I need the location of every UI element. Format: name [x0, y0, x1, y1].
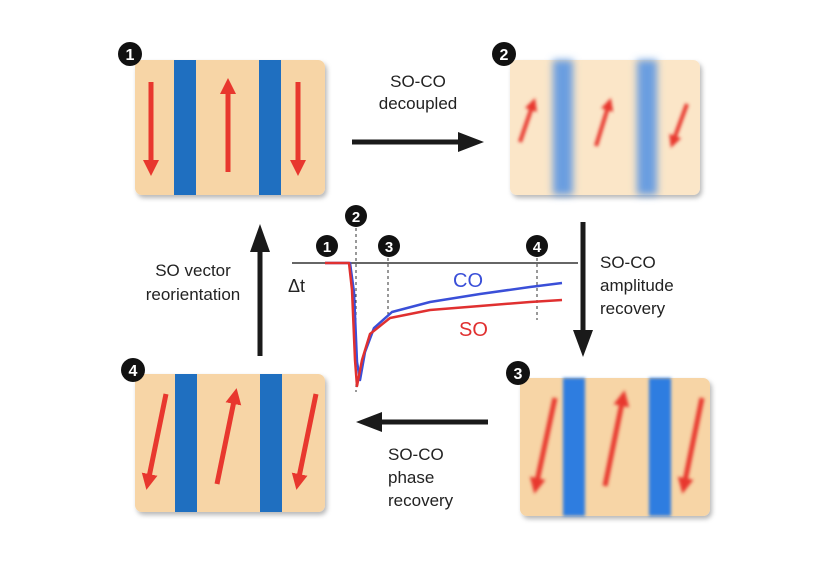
- so-series-label: SO: [459, 319, 488, 341]
- graph-marker-4-label: 4: [533, 239, 542, 256]
- badge-1-label: 1: [126, 47, 135, 64]
- panel-2-spin-arrow-2: [594, 97, 614, 147]
- label-right-line-2: amplitude: [600, 276, 674, 295]
- badge-1: 1: [118, 42, 142, 66]
- panel-3-spin-arrow-1: [529, 397, 558, 494]
- badge-3: 3: [506, 361, 530, 385]
- panel-2-spin-arrow-3: [669, 103, 689, 149]
- graph-marker-2: 2: [345, 205, 367, 227]
- panel-1-charge-stripe-left: [174, 60, 196, 195]
- graph-marker-1-label: 1: [323, 239, 331, 256]
- panel-2-spin-arrow-1: [518, 97, 537, 143]
- panel-3-charge-stripe-left: [563, 378, 585, 516]
- label-left-line-1: SO vector: [155, 261, 231, 280]
- graph-marker-3-label: 3: [385, 239, 393, 256]
- label-right-transition: SO-CO amplitude recovery: [600, 253, 674, 318]
- delta-t-label: Δt: [288, 276, 305, 296]
- co-series-label: CO: [453, 270, 483, 292]
- graph-marker-3: 3: [378, 235, 400, 257]
- badge-3-label: 3: [514, 366, 523, 383]
- badge-2: 2: [492, 42, 516, 66]
- panel-4-charge-stripe-right: [260, 374, 282, 512]
- label-left-line-2: reorientation: [146, 285, 241, 304]
- co-trace: [325, 261, 563, 382]
- panel-3-charge-stripe-right: [649, 378, 671, 516]
- panel-3-spin-arrow-2: [602, 390, 630, 487]
- panel-4-charge-stripe-left: [175, 374, 197, 512]
- cycle-arrow-left: [250, 224, 270, 356]
- panel-1-charge-stripe-right: [259, 60, 281, 195]
- badge-4-label: 4: [129, 363, 138, 380]
- cycle-arrow-top: [352, 132, 484, 152]
- label-bottom-transition: SO-CO phase recovery: [388, 445, 454, 510]
- label-bottom-line-3: recovery: [388, 491, 454, 510]
- panel-2-background: [510, 60, 700, 195]
- time-trace-graph: Δt CO SO 1 2 3 4: [288, 205, 578, 392]
- badge-2-label: 2: [500, 47, 509, 64]
- cycle-arrow-right: [573, 222, 593, 357]
- panel-4-spin-arrow-1: [141, 393, 169, 490]
- panel-2-charge-stripe-right: [637, 60, 657, 195]
- graph-marker-2-label: 2: [352, 209, 360, 226]
- panel-1: 1: [118, 42, 325, 195]
- panel-2-charge-stripe-left: [553, 60, 573, 195]
- so-trace: [325, 261, 563, 388]
- panel-3-spin-arrow-3: [677, 397, 705, 494]
- label-top-transition: SO-CO decoupled: [379, 72, 457, 113]
- label-top-line-2: decoupled: [379, 94, 457, 113]
- label-bottom-line-2: phase: [388, 468, 434, 487]
- label-right-line-1: SO-CO: [600, 253, 656, 272]
- cycle-arrow-bottom: [356, 412, 488, 432]
- label-bottom-line-1: SO-CO: [388, 445, 444, 464]
- graph-marker-1: 1: [316, 235, 338, 257]
- panel-4-spin-arrow-3: [291, 393, 319, 490]
- panel-4: 4: [121, 358, 325, 512]
- panel-3: 3: [506, 361, 710, 516]
- panel-2: 2: [492, 42, 700, 195]
- label-top-line-1: SO-CO: [390, 72, 446, 91]
- label-left-transition: SO vector reorientation: [146, 261, 241, 304]
- graph-marker-4: 4: [526, 235, 548, 257]
- badge-4: 4: [121, 358, 145, 382]
- panel-4-spin-arrow-2: [214, 388, 242, 485]
- label-right-line-3: recovery: [600, 299, 666, 318]
